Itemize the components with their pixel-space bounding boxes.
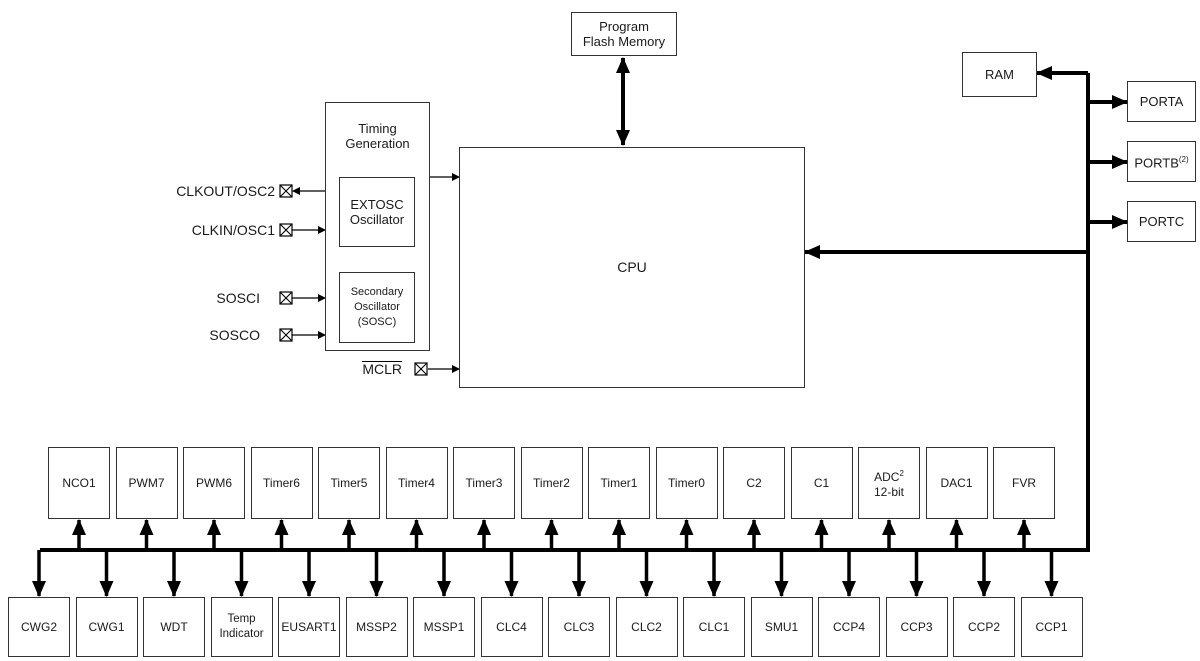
peripheral-ccp2: CCP2 bbox=[953, 597, 1015, 657]
peripheral-mssp1: MSSP1 bbox=[413, 597, 475, 657]
peripheral-nco1: NCO1 bbox=[48, 447, 110, 519]
peripheral-timer5-label: Timer5 bbox=[330, 475, 368, 490]
peripheral-ccp3-label: CCP3 bbox=[900, 619, 933, 634]
peripheral-temp-indicator-label: Temp Indicator bbox=[219, 613, 264, 640]
pin-clkout-label: CLKOUT/OSC2 bbox=[176, 183, 275, 199]
peripheral-pwm6-label: PWM6 bbox=[196, 475, 232, 490]
peripheral-timer1: Timer1 bbox=[588, 447, 650, 519]
peripheral-ccp2-label: CCP2 bbox=[967, 619, 1000, 634]
peripheral-ccp4-label: CCP4 bbox=[832, 619, 865, 634]
peripheral-c1: C1 bbox=[790, 447, 853, 519]
peripheral-timer0-label: Timer0 bbox=[668, 475, 705, 490]
timing-title-1: Timing bbox=[358, 121, 397, 136]
clkin-pin-icon bbox=[279, 223, 293, 237]
ram-block: RAM bbox=[962, 52, 1037, 97]
extosc-label-2: Oscillator bbox=[349, 212, 405, 227]
peripheral-mssp2-label: MSSP2 bbox=[356, 619, 397, 634]
peripheral-timer6-label: Timer6 bbox=[263, 475, 300, 490]
peripheral-pwm6: PWM6 bbox=[183, 447, 245, 519]
peripheral-wdt: WDT bbox=[143, 597, 205, 657]
peripheral-timer4-label: Timer4 bbox=[398, 475, 435, 490]
portb-label: PORTB bbox=[1134, 155, 1179, 171]
peripheral-timer2: Timer2 bbox=[520, 447, 583, 519]
peripheral-clc3: CLC3 bbox=[548, 597, 610, 657]
peripheral-clc2: CLC2 bbox=[615, 597, 678, 657]
clkout-pin-icon bbox=[279, 184, 293, 198]
peripheral-cwg1: CWG1 bbox=[75, 597, 138, 657]
peripheral-clc2-label: CLC2 bbox=[631, 619, 662, 634]
peripheral-clc3-label: CLC3 bbox=[563, 619, 595, 634]
peripheral-clc1-label: CLC1 bbox=[698, 619, 730, 634]
peripheral-fvr-label: FVR bbox=[1012, 475, 1036, 490]
peripheral-c2: C2 bbox=[723, 447, 785, 519]
peripheral-timer4: Timer4 bbox=[385, 447, 448, 519]
peripheral-cwg2-label: CWG2 bbox=[21, 619, 57, 634]
peripheral-eusart1: EUSART1 bbox=[278, 597, 340, 657]
porta-block: PORTA bbox=[1127, 81, 1196, 122]
flash-label-2: Flash Memory bbox=[582, 34, 666, 49]
peripheral-mssp2: MSSP2 bbox=[345, 597, 408, 657]
porta-label: PORTA bbox=[1139, 94, 1184, 109]
peripheral-timer3: Timer3 bbox=[453, 447, 515, 519]
cpu-label: CPU bbox=[617, 259, 647, 275]
sosc-label-2: Oscillator bbox=[354, 301, 400, 313]
peripheral-c2-label: C2 bbox=[746, 475, 762, 490]
peripheral-eusart1-label: EUSART1 bbox=[281, 619, 337, 634]
peripheral-ccp3: CCP3 bbox=[885, 597, 948, 657]
sosc-label-1: Secondary bbox=[350, 286, 404, 298]
pin-sosco-label: SOSCO bbox=[209, 327, 260, 343]
peripheral-clc4: CLC4 bbox=[480, 597, 543, 657]
timing-title-2: Generation bbox=[345, 136, 410, 151]
pin-clkin-label: CLKIN/OSC1 bbox=[191, 222, 275, 238]
peripheral-mssp1-label: MSSP1 bbox=[423, 619, 465, 634]
cpu-block: CPU bbox=[459, 147, 805, 388]
peripheral-timer0: Timer0 bbox=[655, 447, 718, 519]
peripheral-temp-indicator: Temp Indicator bbox=[210, 597, 273, 657]
peripheral-timer1-label: Timer1 bbox=[600, 475, 638, 490]
peripheral-ccp4: CCP4 bbox=[818, 597, 880, 657]
peripheral-smu1-label: SMU1 bbox=[764, 619, 799, 634]
sosci-pin-icon bbox=[279, 291, 293, 305]
peripheral-ccp1: CCP1 bbox=[1020, 597, 1083, 657]
peripheral-timer6: Timer6 bbox=[250, 447, 313, 519]
peripheral-c1-label: C1 bbox=[813, 475, 830, 490]
sosco-pin-icon bbox=[279, 328, 293, 342]
mclr-pin-icon bbox=[414, 362, 428, 376]
peripheral-smu1: SMU1 bbox=[750, 597, 813, 657]
pin-sosci-label: SOSCI bbox=[216, 290, 260, 306]
peripheral-fvr: FVR bbox=[993, 447, 1055, 519]
peripheral-dac1: DAC1 bbox=[925, 447, 988, 519]
peripheral-dac1-label: DAC1 bbox=[940, 475, 973, 490]
peripheral-cwg1-label: CWG1 bbox=[88, 619, 125, 634]
ram-label: RAM bbox=[985, 67, 1014, 82]
peripheral-wdt-label: WDT bbox=[160, 619, 188, 634]
peripheral-pwm7: PWM7 bbox=[115, 447, 178, 519]
portb-note: (2) bbox=[1178, 155, 1189, 165]
sosc-label-3: (SOSC) bbox=[357, 316, 397, 328]
peripheral-nco1-label: NCO1 bbox=[62, 475, 96, 490]
pin-mclr-label: MCLR bbox=[362, 361, 402, 377]
flash-label-1: Program bbox=[599, 19, 649, 34]
peripheral-timer5: Timer5 bbox=[318, 447, 380, 519]
portc-label: PORTC bbox=[1138, 214, 1185, 229]
portb-block: PORTB(2) bbox=[1127, 141, 1196, 182]
extosc-label-1: EXTOSC bbox=[350, 197, 404, 212]
peripheral-pwm7-label: PWM7 bbox=[128, 475, 165, 490]
peripheral-clc1: CLC1 bbox=[683, 597, 745, 657]
peripheral-cwg2: CWG2 bbox=[8, 597, 70, 657]
peripheral-timer2-label: Timer2 bbox=[533, 475, 570, 490]
portc-block: PORTC bbox=[1127, 201, 1196, 242]
peripheral-clc4-label: CLC4 bbox=[496, 619, 527, 634]
peripheral-ccp1-label: CCP1 bbox=[1035, 619, 1068, 634]
peripheral-timer3-label: Timer3 bbox=[465, 475, 503, 490]
